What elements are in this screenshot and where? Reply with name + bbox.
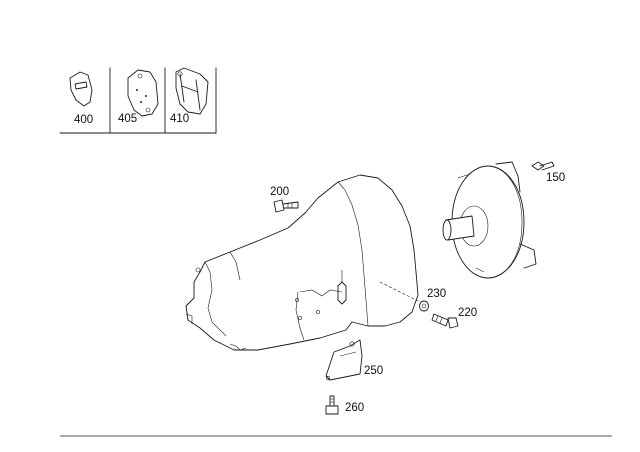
thumbnail-label-405: 405	[118, 113, 137, 125]
housing-bolt-3	[298, 316, 302, 320]
plate-405-hole-2	[145, 107, 151, 113]
bolt-200-shank	[282, 201, 299, 209]
thumbnail-410[interactable]: 410	[170, 67, 209, 125]
plate-405-outline	[127, 69, 159, 117]
shield-410-rib-2	[195, 79, 201, 111]
housing-bolt-4	[316, 310, 320, 314]
transmission-housing[interactable]	[185, 174, 421, 351]
bolt-260-head	[325, 405, 339, 415]
callout-label-200: 200	[270, 186, 289, 198]
bolt-220-thread-2	[439, 317, 443, 324]
plate-405-hole-1	[137, 73, 143, 79]
bolt-220-head	[447, 317, 459, 329]
converter-flange-top	[495, 161, 521, 193]
thumbnail-405[interactable]: 405	[118, 69, 159, 125]
torque-converter[interactable]	[442, 161, 537, 279]
bolt-220[interactable]	[431, 313, 459, 329]
converter-shaft-end	[442, 219, 452, 241]
bolt-220-shank	[431, 313, 449, 327]
plate-405-dot-1	[135, 88, 139, 92]
bolt-200-head	[273, 199, 285, 213]
plate-405-dot-2	[144, 94, 148, 98]
callout-label-220: 220	[458, 307, 477, 319]
converter-detail-2	[475, 267, 485, 273]
thumbnail-label-410: 410	[170, 113, 189, 125]
callout-label-260: 260	[345, 402, 364, 414]
variant-panel: 400 405 410	[59, 67, 217, 134]
housing-mount-tab-bottom	[229, 343, 247, 351]
housing-valve-edge	[299, 289, 343, 297]
shield-410-outline	[175, 67, 209, 115]
bolt-260[interactable]	[325, 395, 339, 415]
bolt-150-head	[531, 161, 545, 171]
thumbnail-400[interactable]: 400	[69, 71, 93, 126]
plate-405-dot-3	[139, 100, 143, 104]
housing-rib-1	[229, 251, 241, 281]
bolt-220-thread-1	[435, 315, 439, 322]
housing-mount-tab-left	[185, 313, 193, 324]
housing-bell-seam	[337, 181, 369, 327]
cover-400-slot	[74, 81, 88, 90]
housing-bolt-1	[195, 267, 201, 273]
bracket-hole-top	[349, 341, 355, 347]
callout-label-150: 150	[546, 172, 565, 184]
callout-label-250: 250	[364, 365, 383, 377]
housing-rear-seam	[204, 261, 227, 337]
shield-410-rib-3	[181, 85, 199, 93]
shield-410-rib-1	[179, 73, 185, 103]
bracket-hole-bottom	[325, 375, 331, 381]
housing-outline	[185, 174, 419, 351]
housing-pan-edge	[295, 291, 305, 341]
converter-detail-1	[457, 173, 471, 179]
washer-230-inner	[421, 303, 427, 309]
washer-230[interactable]	[419, 300, 429, 312]
housing-bolt-2	[295, 298, 299, 302]
callout-label-230: 230	[427, 288, 446, 300]
bolt-150-shank	[539, 161, 555, 171]
bracket-250[interactable]	[325, 339, 363, 381]
bracket-outline	[325, 339, 363, 381]
shield-410-hole	[177, 71, 183, 77]
washer-230-outer	[419, 300, 429, 312]
bolt-150[interactable]	[531, 161, 555, 171]
bolt-200[interactable]	[273, 199, 299, 213]
converter-rim-back	[489, 165, 523, 279]
converter-flange-bottom	[519, 243, 537, 269]
cover-400-outline	[69, 71, 93, 107]
bracket-bend-line	[339, 351, 357, 357]
housing-alignment-line	[379, 281, 421, 303]
bolt-260-shank	[329, 395, 335, 407]
thumbnail-label-400: 400	[74, 114, 93, 126]
